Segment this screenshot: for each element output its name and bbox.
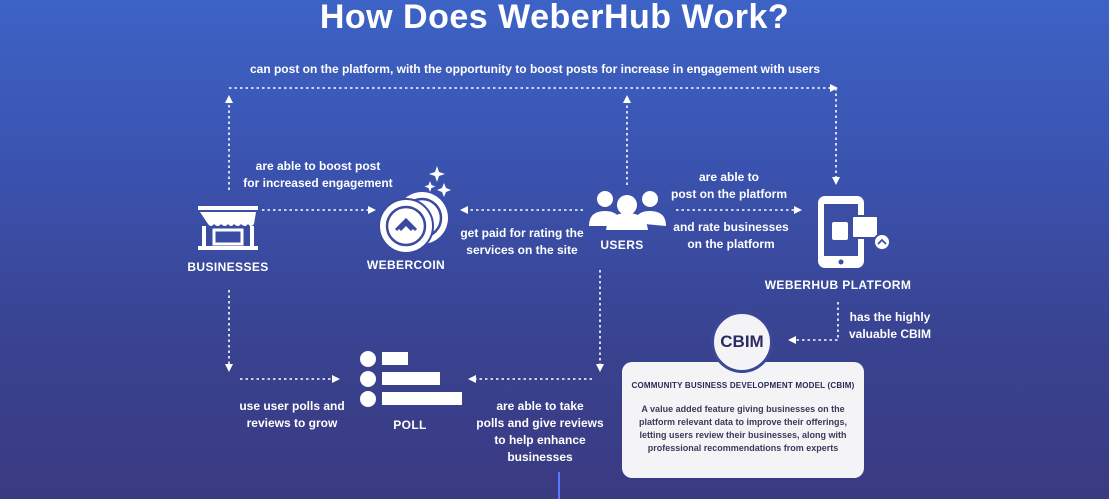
node-businesses: BUSINESSES bbox=[187, 260, 269, 274]
phone-icon bbox=[818, 196, 891, 268]
cbim-card-line1: A value added feature giving businesses … bbox=[641, 404, 845, 414]
edge-label-take-line4: businesses bbox=[507, 450, 573, 464]
cbim-card-line4: professional recommendations from expert… bbox=[647, 443, 839, 453]
poll-icon bbox=[360, 351, 462, 407]
edge-label-take-line2: polls and give reviews bbox=[476, 416, 604, 430]
edge-label-top: can post on the platform, with the oppor… bbox=[249, 62, 821, 76]
edge-label-take-line1: are able to take bbox=[496, 399, 584, 413]
edge-label-boost-line2: for increased engagement bbox=[243, 176, 393, 190]
edge-label-paid-line1: get paid for rating the bbox=[460, 226, 584, 240]
edge-label-post-line1: are able to bbox=[698, 170, 760, 184]
cbim-card-heading: COMMUNITY BUSINESS DEVELOPMENT MODEL (CB… bbox=[631, 381, 855, 390]
node-poll: POLL bbox=[393, 418, 427, 432]
edge-label-take-line3: to help enhance bbox=[494, 433, 586, 447]
edge-label-cbim-line1: has the highly bbox=[849, 310, 931, 324]
edge-label-polls-line1: use user polls and bbox=[239, 399, 345, 413]
coin-icon bbox=[378, 166, 451, 254]
cbim-card-body: A value added feature giving businesses … bbox=[632, 403, 854, 455]
edge-label-post: are able to post on the platform bbox=[664, 169, 794, 203]
edge-label-boost: are able to boost post for increased eng… bbox=[236, 158, 400, 192]
node-webercoin: WEBERCOIN bbox=[366, 258, 446, 272]
edge-label-take: are able to take polls and give reviews … bbox=[470, 398, 610, 466]
cbim-card: COMMUNITY BUSINESS DEVELOPMENT MODEL (CB… bbox=[622, 362, 864, 478]
edge-label-rate-line2: on the platform bbox=[687, 237, 775, 251]
edge-label-polls-line2: reviews to grow bbox=[246, 416, 338, 430]
arrow-platform-cbim bbox=[788, 302, 839, 344]
page-title: How Does WeberHub Work? bbox=[319, 0, 790, 36]
store-icon bbox=[198, 206, 258, 250]
edge-label-rate-line1: and rate businesses bbox=[673, 220, 789, 234]
bottom-divider-line bbox=[558, 472, 560, 499]
cbim-card-line3: letting users review their businesses, a… bbox=[639, 430, 847, 440]
edge-label-paid: get paid for rating the services on the … bbox=[452, 225, 592, 259]
node-users: USERS bbox=[600, 238, 644, 252]
edge-label-boost-line1: are able to boost post bbox=[255, 159, 381, 173]
edge-label-post-line2: post on the platform bbox=[671, 187, 787, 201]
node-cbim: CBIM bbox=[711, 311, 773, 373]
node-platform: WEBERHUB PLATFORM bbox=[764, 278, 912, 292]
edge-label-paid-line2: services on the site bbox=[466, 243, 578, 257]
edge-label-polls: use user polls and reviews to grow bbox=[222, 398, 362, 432]
users-icon bbox=[589, 191, 666, 230]
edge-label-cbim-line2: valuable CBIM bbox=[848, 327, 932, 341]
cbim-card-line2: platform relevant data to improve their … bbox=[638, 417, 848, 427]
edge-label-rate: and rate businesses on the platform bbox=[664, 219, 798, 253]
edge-label-cbim: has the highly valuable CBIM bbox=[840, 309, 940, 343]
